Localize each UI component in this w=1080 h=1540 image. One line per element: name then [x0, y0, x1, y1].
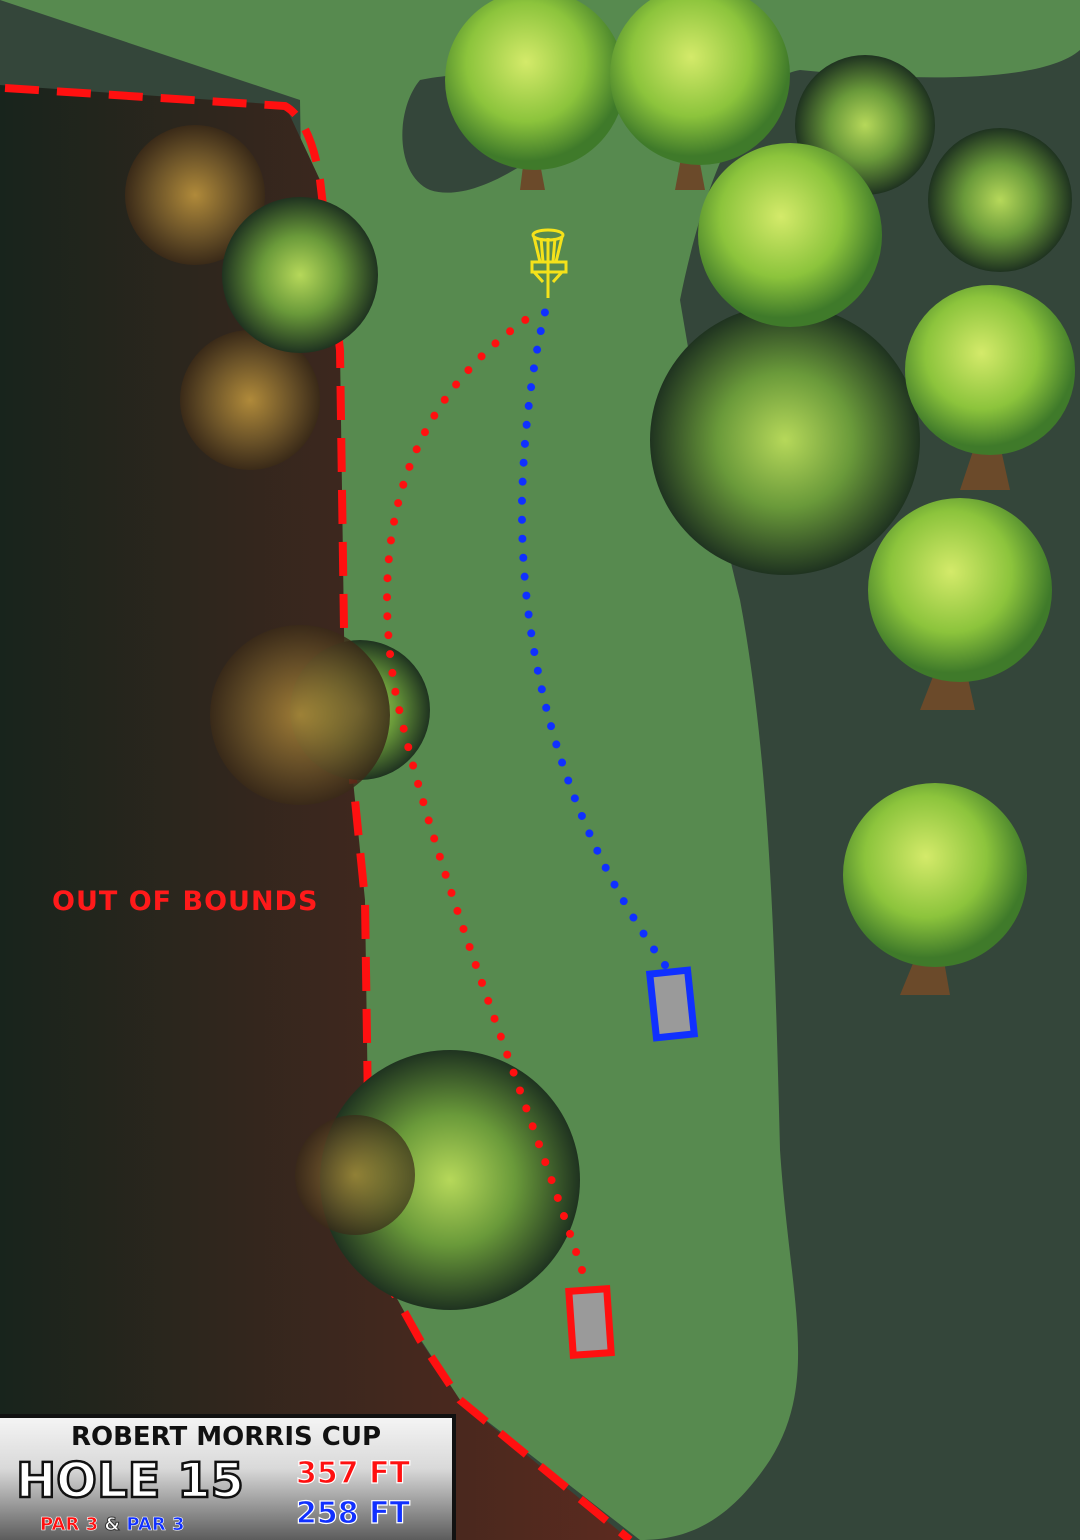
par-info: PAR 3 & PAR 3 — [40, 1514, 185, 1536]
oak-trees — [445, 0, 1075, 995]
pine-tree — [295, 1115, 415, 1235]
course-title: ROBERT MORRIS CUP — [70, 1422, 382, 1452]
oak-tree — [843, 783, 1027, 995]
par-separator: & — [104, 1514, 121, 1536]
hole-info-box: ROBERT MORRIS CUP HOLE 15 PAR 3 & PAR 3 … — [0, 1414, 456, 1540]
oak-tree — [905, 285, 1075, 490]
distance-blue: 258 FT — [295, 1495, 411, 1531]
out-of-bounds-label: OUT OF BOUNDS — [52, 886, 319, 917]
pine-tree — [320, 1050, 580, 1310]
pine-tree — [222, 197, 378, 353]
blue-tee-pad — [645, 966, 699, 1042]
oak-tree — [868, 498, 1052, 710]
par-red: PAR 3 — [40, 1514, 99, 1536]
oak-tree — [698, 143, 882, 327]
pine-tree — [125, 125, 265, 265]
pine-tree — [210, 625, 390, 805]
red-tee-flight-path — [383, 306, 586, 1274]
pine-tree — [928, 128, 1072, 272]
pine-tree — [650, 305, 920, 575]
oak-tree — [445, 0, 625, 190]
blue-tee-flight-path — [517, 296, 669, 969]
distance-red: 357 FT — [295, 1455, 411, 1491]
par-blue: PAR 3 — [126, 1514, 185, 1536]
pine-tree — [180, 330, 320, 470]
oak-tree — [610, 0, 790, 190]
basket-icon — [530, 228, 568, 298]
out-of-bounds-area — [0, 85, 630, 1540]
red-tee-pad — [565, 1285, 615, 1359]
hole-number: HOLE 15 — [15, 1453, 245, 1510]
